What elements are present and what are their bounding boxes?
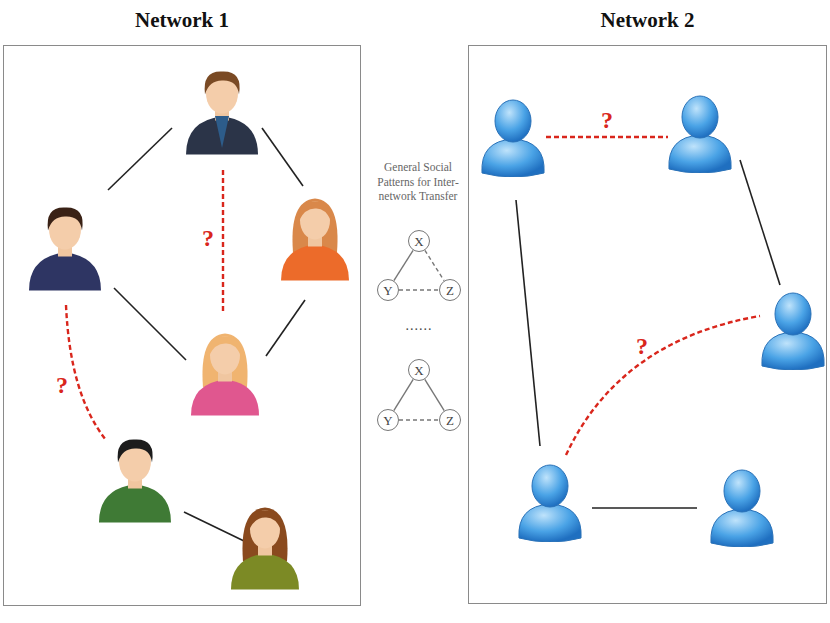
node-letter: Z: [446, 414, 454, 427]
dashed-tie: [399, 420, 439, 421]
pattern-node: Y: [377, 279, 399, 301]
node-letter: Y: [383, 414, 392, 427]
pattern-caption: General Social Patterns for Inter-networ…: [372, 160, 464, 205]
node-letter: X: [414, 235, 423, 248]
question-mark: ?: [202, 226, 214, 250]
panel-title: Network 2: [469, 8, 826, 33]
ellipsis: ......: [406, 318, 433, 334]
dashed-tie: [399, 290, 439, 291]
question-mark: ?: [636, 334, 648, 358]
pattern-node: X: [408, 230, 430, 252]
pattern-node: Y: [377, 409, 399, 431]
solid-tie: [425, 379, 444, 410]
pattern-node: Z: [439, 409, 461, 431]
node-letter: Y: [383, 284, 392, 297]
question-mark: ?: [56, 373, 68, 397]
panel-title: Network 1: [4, 8, 360, 33]
solid-tie: [394, 250, 413, 280]
solid-tie: [394, 379, 413, 410]
pattern-node: X: [408, 359, 430, 381]
network-panel: Network 1: [3, 45, 361, 606]
dashed-tie: [425, 250, 444, 280]
network-panel: Network 2: [468, 45, 827, 604]
question-mark: ?: [601, 108, 613, 132]
node-letter: X: [414, 364, 423, 377]
pattern-node: Z: [439, 279, 461, 301]
node-letter: Z: [446, 284, 454, 297]
